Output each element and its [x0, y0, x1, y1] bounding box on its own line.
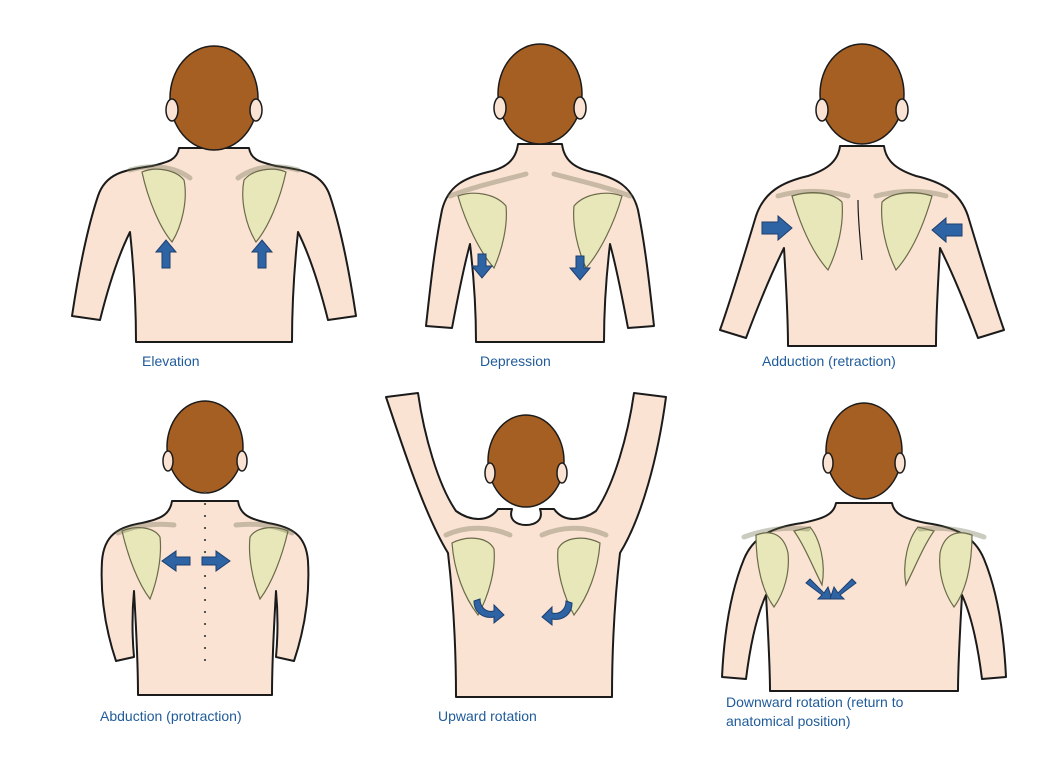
figure-abduction: [100, 400, 310, 696]
scapula-left: [443, 525, 513, 617]
caption-depression: Depression: [480, 353, 551, 369]
scapula-left: [741, 525, 824, 609]
arrow-down-icon: [470, 253, 592, 281]
curved-arrow-icon: [473, 598, 573, 627]
scapula-right: [873, 189, 949, 272]
scapula-left: [447, 171, 529, 270]
figure-depression: [425, 43, 655, 343]
panel-upward-rotation: Upward rotation: [376, 385, 676, 730]
figure-downward-rotation: [721, 402, 1007, 692]
arrow-inward-icon: [761, 214, 963, 244]
scapula-left: [127, 164, 193, 244]
figure-elevation: [71, 45, 357, 343]
panel-abduction: Abduction (protraction): [62, 385, 362, 730]
arrow-up-icon: [154, 239, 274, 269]
caption-adduction: Adduction (retraction): [762, 353, 896, 369]
caption-elevation: Elevation: [142, 353, 200, 369]
panel-downward-rotation: Downward rotation (return to anatomical …: [714, 385, 1014, 730]
scapula-right: [233, 521, 295, 601]
scapula-right: [551, 171, 633, 270]
panel-elevation: Elevation: [64, 20, 364, 369]
scapula-right: [539, 525, 609, 617]
figure-adduction: [719, 43, 1005, 347]
panel-adduction: Adduction (retraction): [712, 20, 1012, 369]
figure-upward-rotation: [385, 392, 667, 698]
panel-depression: Depression: [390, 20, 690, 369]
scapula-left: [115, 521, 177, 601]
scapula-left: [775, 189, 851, 272]
scapula-right: [904, 525, 987, 609]
scapula-right: [235, 164, 301, 244]
caption-downward-rotation: Downward rotation (return to anatomical …: [726, 694, 904, 729]
curved-arrow-icon: [805, 578, 857, 600]
caption-abduction: Abduction (protraction): [100, 708, 242, 724]
caption-upward-rotation: Upward rotation: [438, 708, 537, 724]
arrow-outward-icon: [161, 550, 231, 572]
